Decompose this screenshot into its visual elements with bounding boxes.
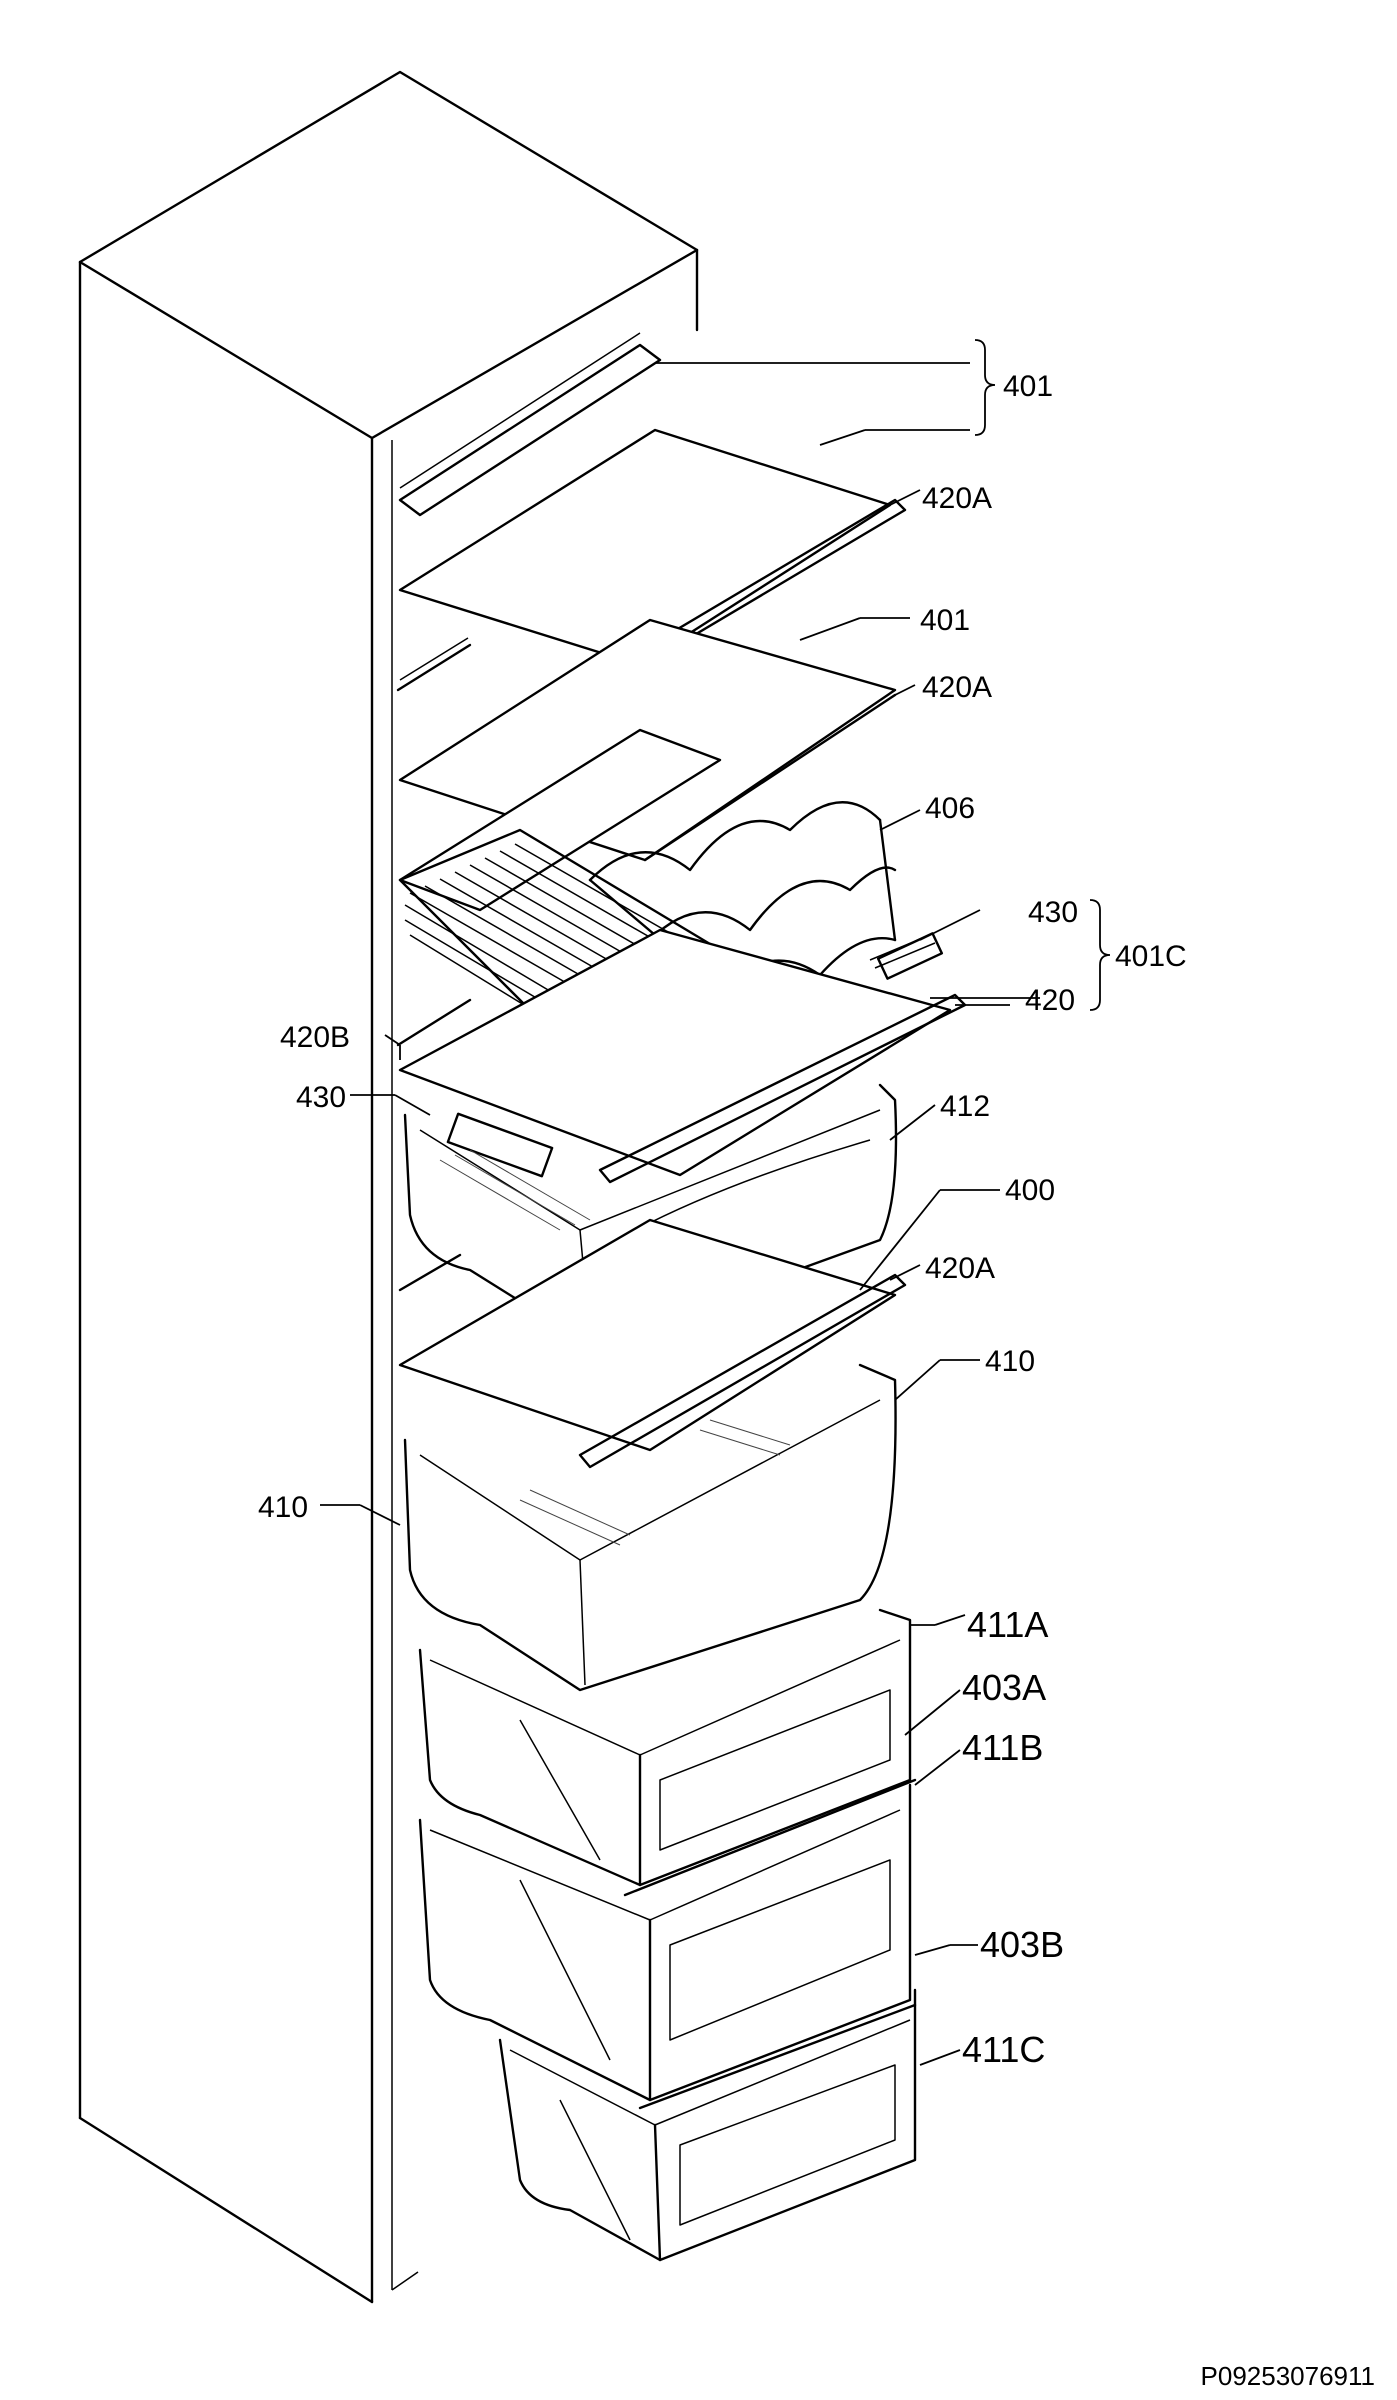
label-420A-3: 420A — [925, 1252, 995, 1285]
callout-labels: 401 420A 401 420A 406 430 401C 420 420B … — [258, 370, 1187, 2070]
label-403B: 403B — [980, 1924, 1064, 1965]
cabinet — [78, 70, 699, 2304]
label-410-right: 410 — [985, 1345, 1035, 1378]
crisper-drawer-410 — [403, 1363, 897, 1692]
glass-cover-400 — [398, 1218, 907, 1469]
label-403A: 403A — [962, 1667, 1046, 1708]
label-401-second: 401 — [920, 604, 970, 637]
label-412: 412 — [940, 1090, 990, 1123]
freezer-drawer-411A — [418, 1608, 912, 1887]
leader-lines — [320, 339, 1111, 2066]
label-406: 406 — [925, 792, 975, 825]
label-420A-2: 420A — [922, 671, 992, 704]
label-401-top: 401 — [1003, 370, 1053, 403]
freezer-drawer-front-403A — [623, 1778, 917, 1897]
shelf-clip-430-right — [869, 932, 944, 980]
label-420B: 420B — [280, 1021, 350, 1054]
freezer-drawer-411C — [498, 1988, 917, 2262]
label-430-right: 430 — [1028, 896, 1078, 929]
drawing-code: P09253076911 — [1201, 2361, 1375, 2391]
freezer-drawer-411B — [418, 1783, 912, 2102]
label-410-left: 410 — [258, 1491, 308, 1524]
label-401C: 401C — [1115, 940, 1187, 973]
label-430-left: 430 — [296, 1081, 346, 1114]
label-411C: 411C — [962, 2029, 1045, 2070]
label-420: 420 — [1025, 984, 1075, 1017]
label-400: 400 — [1005, 1174, 1055, 1207]
label-411B: 411B — [962, 1727, 1043, 1768]
freezer-drawer-front-403B — [638, 2003, 917, 2110]
shelf-clip-430-left — [446, 1112, 554, 1178]
label-420A-1: 420A — [922, 482, 992, 515]
glass-shelf-401C — [396, 928, 967, 1184]
label-411A: 411A — [967, 1604, 1048, 1645]
